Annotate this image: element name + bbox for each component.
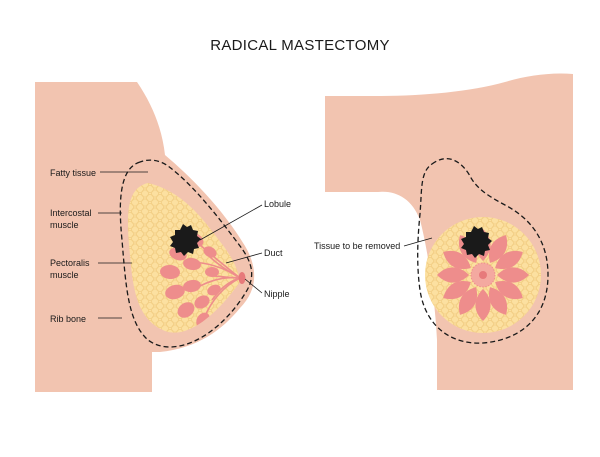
side-removal-outline <box>119 159 253 348</box>
side-leader-lines <box>98 171 263 319</box>
page-title: RADICAL MASTECTOMY <box>210 37 390 54</box>
front-areola-ring <box>470 262 496 288</box>
label-intercostal-line1: Intercostal <box>50 208 92 218</box>
front-nipple <box>479 271 487 279</box>
label-lobule: Lobule <box>264 199 291 209</box>
side-nipple <box>238 272 246 284</box>
label-pectoralis-line1: Pectoralis <box>50 258 90 268</box>
label-pectoralis-line2: muscle <box>50 270 79 280</box>
label-nipple: Nipple <box>264 289 290 299</box>
side-tumor <box>170 224 201 256</box>
label-tissue-to-be-removed: Tissue to be removed <box>314 241 400 251</box>
front-leader-line <box>403 237 433 247</box>
side-lobules <box>160 233 221 328</box>
label-intercostal-line2: muscle <box>50 220 79 230</box>
label-rib-bone: Rib bone <box>50 314 86 324</box>
front-tumor <box>461 226 492 258</box>
front-removal-outline <box>417 158 549 344</box>
front-view: Tissue to be removed <box>314 73 573 391</box>
label-duct: Duct <box>264 248 283 258</box>
label-fatty-tissue: Fatty tissue <box>50 168 96 178</box>
front-lobules <box>437 229 529 321</box>
side-glandular-tissue <box>160 224 240 328</box>
side-view: Fatty tissue Intercostal muscle Pectoral… <box>35 82 291 392</box>
